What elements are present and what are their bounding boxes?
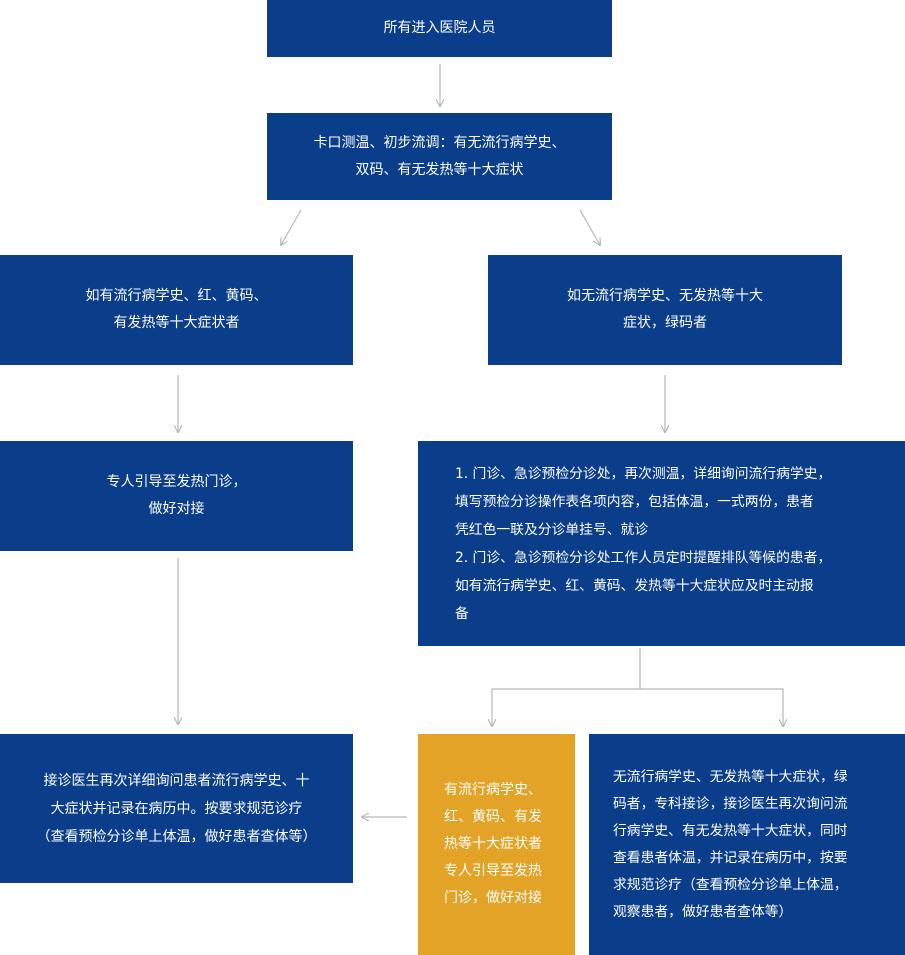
node-text-line: 症状，绿码者 — [623, 315, 707, 331]
node-text-line: 做好对接 — [148, 501, 205, 517]
node-text-line: 专人引导至发热门诊， — [106, 474, 247, 490]
node-fever-referral-orange: 有流行病学史、 红、黄码、有发 热等十大症状者 专人引导至发热 门诊，做好对接 — [418, 734, 575, 955]
node-text-line: 卡口测温、初步流调：有无流行病学史、 — [313, 134, 566, 151]
node-text-line: 求规范诊疗（查看预检分诊单上体温， — [613, 876, 848, 893]
node-text-line: 有流行病学史、 — [444, 782, 542, 798]
node-negative-history: 如无流行病学史、无发热等十大 症状，绿码者 — [488, 255, 842, 365]
node-text-line: 如无流行病学史、无发热等十大 — [567, 288, 763, 304]
node-text-line: 凭红色一联及分诊单挂号、就诊 — [455, 521, 649, 538]
node-text-line: 2. 门诊、急诊预检分诊处工作人员定时提醒排队等候的患者， — [455, 549, 832, 566]
node-text-line: 门诊，做好对接 — [444, 890, 542, 906]
node-all-entrants: 所有进入医院人员 — [267, 0, 612, 57]
node-triage-procedure: 1. 门诊、急诊预检分诊处，再次测温，详细询问流行病学史， 填写预检分诊操作表各… — [418, 441, 905, 646]
node-text-line: 无流行病学史、无发热等十大症状，绿 — [613, 768, 848, 785]
node-text-line: 红、黄码、有发 — [444, 809, 542, 825]
node-text-line: 码者，专科接诊，接诊医生再次询问流 — [613, 795, 848, 812]
node-text-line: 接诊医生再次详细询问患者流行病学史、十 — [43, 772, 310, 789]
arrow-screening-to-positive — [281, 209, 302, 245]
node-fever-clinic-referral: 专人引导至发热门诊， 做好对接 — [0, 441, 353, 551]
node-text-line: 有发热等十大症状者 — [113, 315, 240, 331]
node-text-line: 填写预检分诊操作表各项内容，包括体温，一式两份，患者 — [455, 493, 814, 510]
connector-triage-split — [492, 648, 641, 726]
node-text-line: 大症状并记录在病历中。按要求规范诊疗 — [50, 800, 303, 817]
arrow-screening-to-negative — [579, 209, 600, 245]
node-text-line: 1. 门诊、急诊预检分诊处，再次测温，详细询问流行病学史， — [455, 465, 832, 482]
node-text-line: 如有流行病学史、红、黄码、 — [85, 288, 268, 304]
node-positive-history: 如有流行病学史、红、黄码、 有发热等十大症状者 — [0, 255, 353, 365]
node-text-line: 查看患者体温，并记录在病历中，按要 — [613, 849, 848, 866]
node-text-line: 专人引导至发热 — [444, 863, 542, 879]
node-text-line: 如有流行病学史、红、黄码、发热等十大症状应及时主动报 — [455, 577, 814, 594]
node-text-line: （查看预检分诊单上体温，做好患者查体等） — [36, 828, 317, 845]
node-text-line: 行病学史、有无发热等十大症状，同时 — [613, 822, 848, 839]
node-text-line: 双码、有无发热等十大症状 — [355, 161, 524, 178]
node-text-line: 热等十大症状者 — [444, 836, 542, 852]
connector-triage-split-right — [640, 688, 783, 726]
node-checkpoint-screening: 卡口测温、初步流调：有无流行病学史、 双码、有无发热等十大症状 — [267, 113, 612, 200]
node-text-line: 观察患者，做好患者查体等） — [613, 903, 793, 920]
node-specialist-consultation: 无流行病学史、无发热等十大症状，绿 码者，专科接诊，接诊医生再次询问流 行病学史… — [589, 734, 905, 955]
node-text-line: 备 — [455, 605, 469, 622]
node-doctor-recheck: 接诊医生再次详细询问患者流行病学史、十 大症状并记录在病历中。按要求规范诊疗 （… — [0, 734, 353, 883]
node-text-line: 所有进入医院人员 — [383, 20, 496, 36]
